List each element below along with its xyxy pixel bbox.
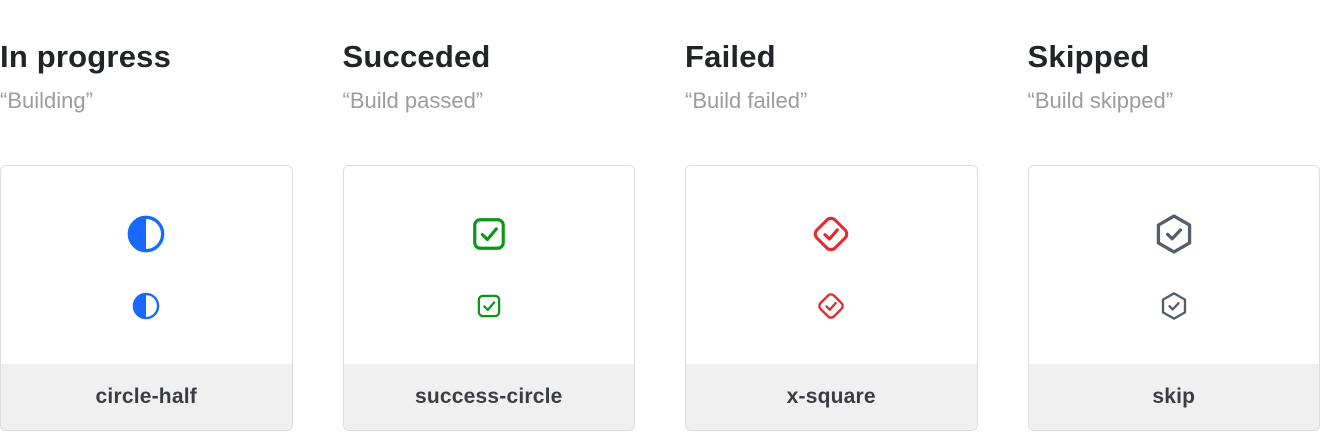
card-footer: success-circle — [343, 363, 634, 430]
column-title: Failed — [685, 39, 776, 74]
circle-half-icon-small — [132, 291, 161, 320]
icon-card: success-circle — [342, 164, 635, 431]
column-subtitle: “Build failed” — [685, 87, 808, 113]
icon-name-label: success-circle — [414, 384, 563, 408]
check-square-icon-large — [470, 215, 508, 253]
circle-half-icon-large — [126, 214, 166, 254]
column-title: Skipped — [1027, 39, 1150, 74]
check-square-icon-small — [475, 292, 502, 319]
icon-card: x-square — [685, 164, 978, 431]
icon-card: skip — [1027, 164, 1320, 431]
icon-name-label: skip — [1152, 384, 1196, 408]
card-body — [1, 165, 292, 364]
card-footer: circle-half — [1, 363, 292, 430]
column-skipped: Skipped “Build skipped” skip — [1027, 39, 1320, 436]
column-subtitle: “Build passed” — [342, 87, 484, 113]
column-subtitle: “Building” — [0, 87, 93, 113]
icon-card: circle-half — [0, 164, 293, 431]
hexagon-check-icon-large — [1152, 212, 1196, 256]
column-failed: Failed “Build failed” x-square — [685, 39, 978, 436]
card-footer: skip — [1028, 363, 1319, 430]
column-in-progress: In progress “Building” circle- — [0, 39, 293, 436]
card-body — [686, 165, 977, 364]
column-subtitle: “Build skipped” — [1027, 87, 1174, 113]
card-body — [1028, 165, 1319, 364]
column-title: In progress — [0, 39, 172, 74]
icon-name-label: circle-half — [95, 384, 197, 408]
diamond-check-icon-large — [808, 211, 854, 257]
hexagon-check-icon-small — [1158, 290, 1189, 321]
card-footer: x-square — [686, 363, 977, 430]
icon-name-label: x-square — [786, 384, 876, 408]
column-title: Succeded — [342, 39, 491, 74]
column-succeded: Succeded “Build passed” succes — [342, 39, 635, 436]
diamond-check-icon-small — [814, 289, 848, 323]
card-body — [343, 165, 634, 364]
